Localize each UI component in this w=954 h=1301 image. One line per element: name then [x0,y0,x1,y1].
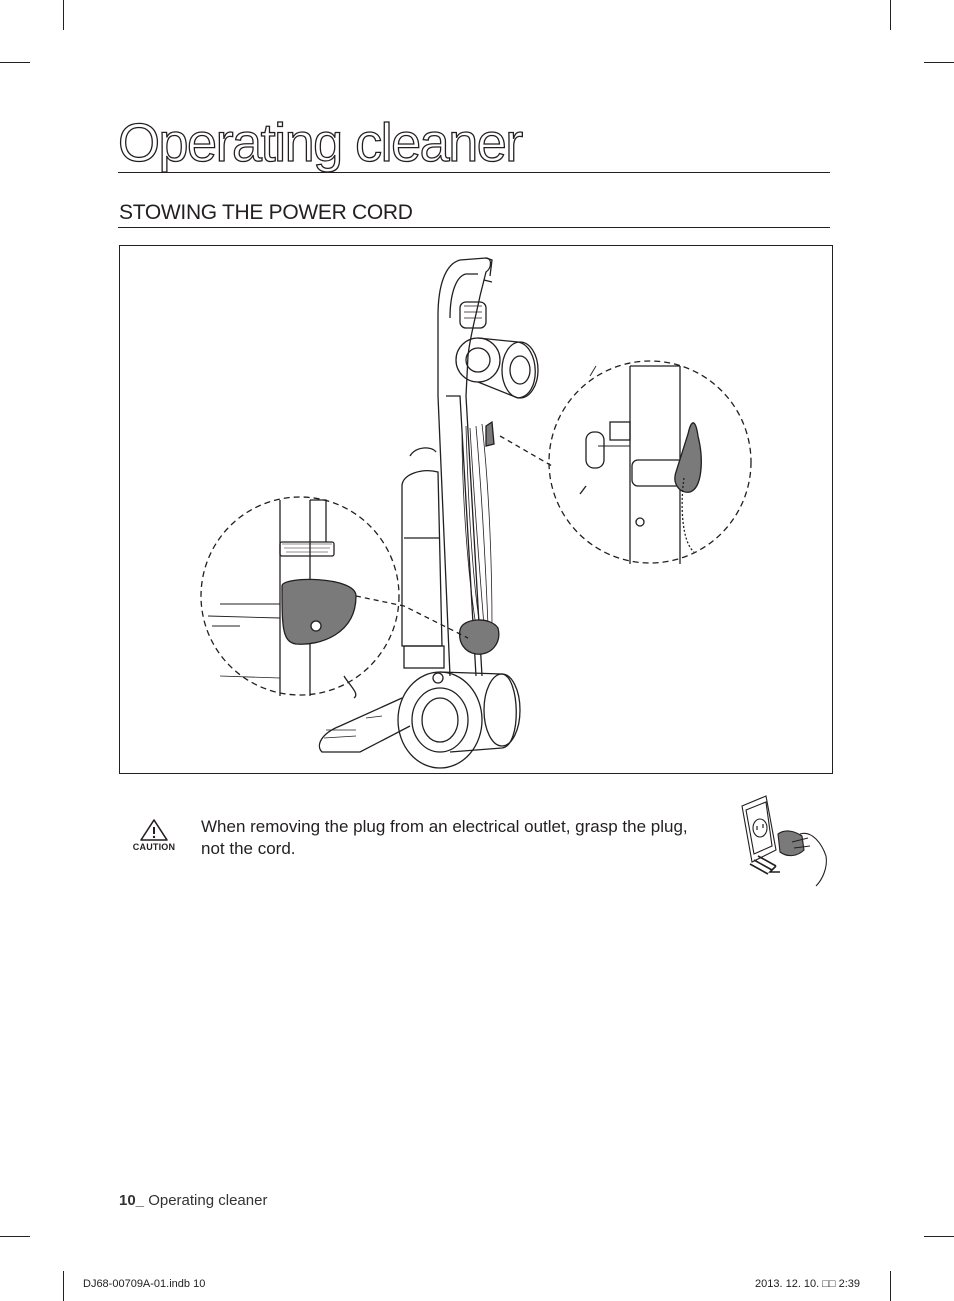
crop-mark [0,62,30,63]
crop-mark [890,0,891,30]
vacuum-cleaner-drawing [318,257,539,769]
crop-mark [63,1271,64,1301]
warning-triangle-icon [140,819,168,841]
title-divider [118,172,830,173]
print-slug-date: 2013. 12. 10. □□ 2:39 [755,1278,861,1290]
crop-mark [890,1271,891,1301]
lower-hook-zoom-circle [200,496,400,699]
page-footer: 10_ Operating cleaner [119,1192,267,1209]
callout-line [355,595,469,639]
footer-chapter: Operating cleaner [144,1192,268,1209]
upper-hook-zoom-circle [548,360,752,564]
unplug-illustration [741,795,827,887]
callout-line [499,435,553,467]
crop-mark [63,0,64,30]
section-heading: STOWING THE POWER CORD [119,201,413,224]
page-title: Operating cleaner [117,112,524,173]
print-slug-file: DJ68-00709A-01.indb 10 [83,1278,206,1290]
crop-mark [0,1236,30,1237]
vacuum-cord-illustration [119,245,833,774]
crop-mark [924,62,954,63]
caution-label: CAUTION [132,842,176,852]
caution-text: When removing the plug from an electrica… [201,817,688,858]
crop-mark [924,1236,954,1237]
section-divider [118,227,830,228]
page-number: 10_ [119,1192,145,1209]
caution-notice: CAUTION [128,818,180,858]
